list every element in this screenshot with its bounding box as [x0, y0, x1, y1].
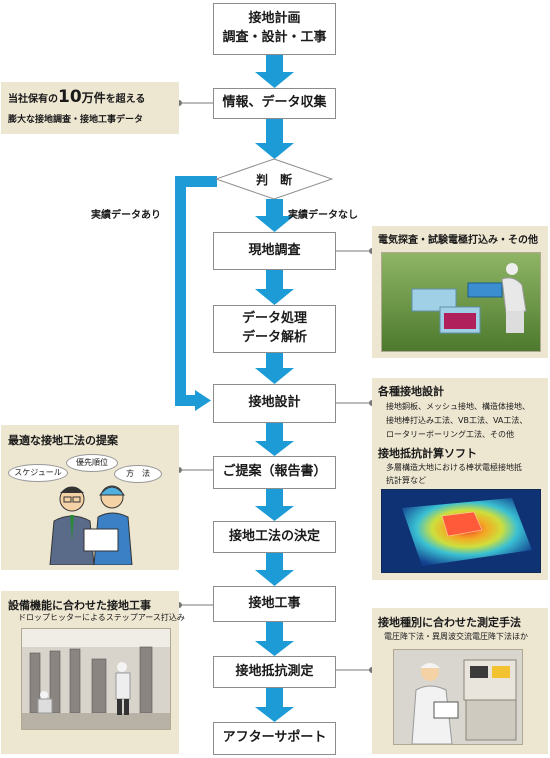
design-note-line2-2: 抗計算など [386, 476, 426, 485]
bubble-schedule: スケジュール [8, 464, 68, 482]
flow-decide-label: 接地工法の決定 [228, 528, 320, 544]
survey-note-title: 電気探査・試験電極打込み・その他 [378, 235, 538, 246]
arrow-bypass-to-design [175, 176, 217, 411]
design-note-line-1: 接地銅板、メッシュ接地、構造体接地、 [386, 402, 530, 411]
measure-note-sub: 電圧降下法・異周波交流電圧降下法ほか [384, 632, 528, 641]
data-note-pre: 当社保有の [8, 94, 58, 105]
data-note-mid: 万件 [81, 91, 106, 105]
consultants-illustration [49, 485, 133, 565]
design-note-title: 各種接地設計 [378, 385, 444, 398]
flow-proposal-label: ご提案（報告書） [222, 464, 327, 480]
flow-design-label: 接地設計 [248, 395, 301, 411]
arrow-proposal-to-decide [255, 489, 294, 521]
data-note-post: を超える [105, 94, 146, 105]
arrow-process-to-design [255, 353, 294, 384]
construct-note-sub: ドロップヒッターによるステップアース打込み [18, 613, 185, 622]
flow-process-line2: データ解析 [241, 330, 307, 345]
survey-photo [381, 252, 541, 352]
flow-proposal: ご提案（報告書） [213, 456, 336, 489]
construction-photo [21, 628, 171, 730]
flow-process-line1: データ処理 [241, 311, 307, 327]
proposal-note-title: 最適な接地工法の提案 [8, 434, 118, 447]
simulation-image [381, 489, 541, 573]
flow-construct: 接地工事 [213, 586, 336, 622]
flow-survey: 現地調査 [213, 232, 336, 270]
branch-yes-label: 実績データあり [91, 210, 161, 221]
flow-measure: 接地抵抗測定 [213, 656, 336, 688]
flow-start-line2: 調査・設計・工事 [222, 30, 327, 45]
arrow-survey-to-process [255, 270, 294, 305]
flow-construct-label: 接地工事 [248, 595, 301, 611]
construct-note-title: 設備機能に合わせた接地工事 [8, 599, 151, 612]
flow-measure-label: 接地抵抗測定 [235, 663, 314, 679]
data-note-line1: 当社保有の10万件を超える [8, 87, 145, 107]
flow-support-label: アフターサポート [222, 730, 327, 746]
branch-no-label: 実績データなし [288, 210, 358, 221]
arrow-collect-to-decision [255, 119, 294, 159]
decision-label: 判 断 [255, 173, 292, 187]
data-note-num: 10 [58, 87, 82, 107]
flow-design: 接地設計 [213, 384, 336, 423]
flow-start-line1: 接地計画 [248, 11, 301, 27]
panel-data-note [1, 82, 179, 134]
decision-diamond [215, 158, 333, 200]
flow-decide: 接地工法の決定 [213, 521, 336, 553]
flow-support: アフターサポート [213, 722, 336, 755]
design-note-line2-1: 多層構造大地における棒状電極接地抵 [386, 463, 522, 472]
arrow-construct-to-measure [255, 622, 294, 656]
measurement-photo [393, 649, 523, 745]
bubble-method: 方 法 [114, 465, 162, 483]
design-note-line-3: ロータリーボーリング工法、その他 [386, 430, 514, 439]
design-note-line-2: 接地棒打込み工法、VB工法、VA工法、 [386, 416, 528, 425]
arrow-measure-to-support [255, 688, 294, 722]
flow-start: 接地計画 調査・設計・工事 [213, 3, 336, 55]
flow-collect-label: 情報、データ収集 [222, 95, 327, 111]
measure-note-title: 接地種別に合わせた測定手法 [378, 616, 521, 629]
bubble-priority: 優先順位 [66, 454, 118, 472]
flow-survey-label: 現地調査 [248, 242, 301, 258]
arrow-start-to-collect [255, 55, 294, 88]
arrow-design-to-proposal [255, 423, 294, 456]
flow-collect: 情報、データ収集 [213, 88, 336, 119]
arrow-decision-to-survey [255, 199, 294, 232]
flow-process: データ処理 データ解析 [213, 305, 336, 353]
design-note-title2: 接地抵抗計算ソフト [378, 447, 477, 460]
data-note-line2: 膨大な接地調査・接地工事データ [8, 115, 144, 125]
arrow-decide-to-construct [255, 553, 294, 586]
